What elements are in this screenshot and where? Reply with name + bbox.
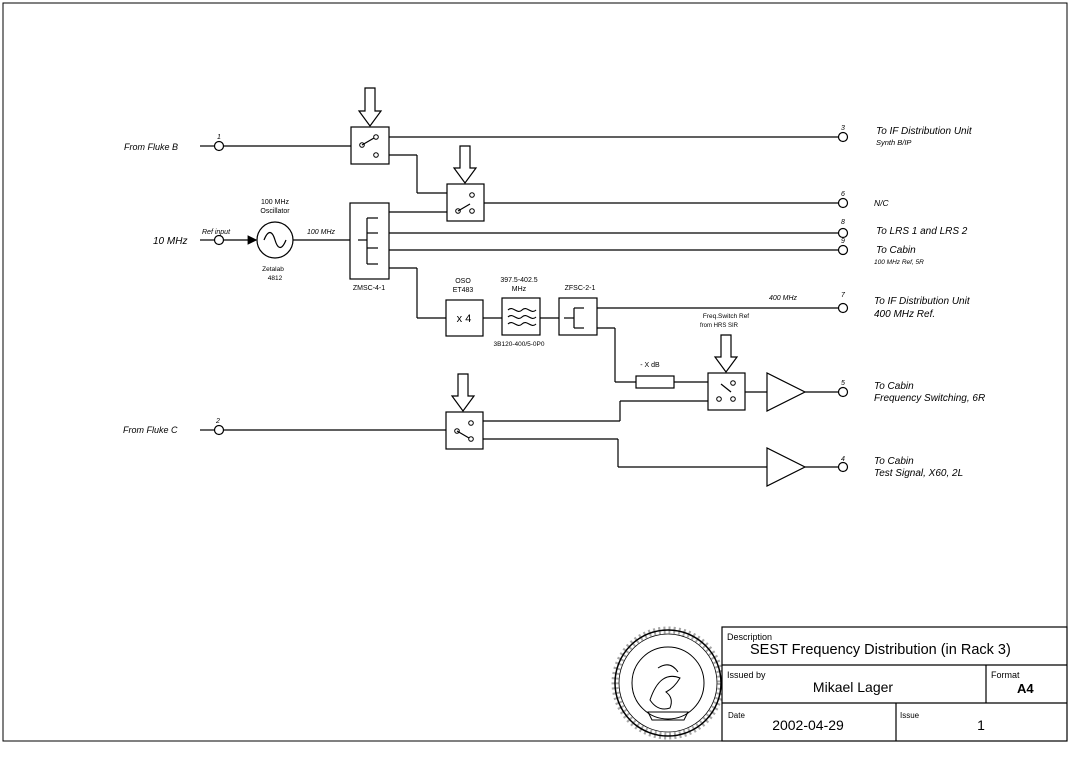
issued-by-value: Mikael Lager bbox=[813, 679, 893, 695]
output-5: 5 To Cabin Frequency Switching, 6R bbox=[837, 380, 985, 404]
svg-text:9: 9 bbox=[841, 238, 845, 245]
bandpass-filter bbox=[501, 297, 541, 336]
control-arrow-3 bbox=[713, 334, 739, 374]
output-9: 9 To Cabin 100 MHz Ref, 5R bbox=[837, 238, 924, 266]
oscillator-maker-1: Zetalab bbox=[262, 266, 284, 273]
control-arrow-2 bbox=[452, 145, 478, 185]
output-6: 6 N/C bbox=[837, 191, 890, 209]
svg-text:6: 6 bbox=[841, 191, 845, 198]
power-splitter bbox=[349, 202, 390, 280]
oscillator-icon bbox=[256, 221, 294, 259]
oscillator-maker-2: 4812 bbox=[268, 275, 283, 282]
issue-value: 1 bbox=[977, 717, 985, 733]
filter-title-2: MHz bbox=[512, 286, 527, 293]
rf-switch-2 bbox=[446, 183, 485, 222]
format-label: Format bbox=[991, 670, 1020, 680]
pin-label-1: 1 bbox=[217, 134, 221, 141]
svg-text:100 MHz Ref, 5R: 100 MHz Ref, 5R bbox=[874, 259, 924, 266]
date-label: Date bbox=[728, 711, 745, 720]
input-label-fluke-c: From Fluke C bbox=[123, 425, 178, 435]
connector-pin-2 bbox=[213, 424, 225, 436]
output-3: 3 To IF Distribution Unit Synth B/IP bbox=[837, 125, 973, 147]
pin-label-2: 2 bbox=[215, 418, 220, 425]
svg-text:8: 8 bbox=[841, 219, 845, 226]
svg-text:3: 3 bbox=[841, 125, 845, 132]
title-block bbox=[721, 626, 1068, 742]
svg-text:To Cabin: To Cabin bbox=[876, 245, 916, 256]
amplifier-2 bbox=[766, 447, 807, 487]
splitter-label: ZMSC-4-1 bbox=[353, 285, 385, 292]
svg-text:To IF Distribution Unit: To IF Distribution Unit bbox=[874, 296, 971, 307]
svg-text:To LRS 1 and LRS 2: To LRS 1 and LRS 2 bbox=[876, 226, 968, 237]
multiplier-title-2: ET483 bbox=[453, 287, 474, 294]
svg-text:N/C: N/C bbox=[874, 198, 890, 208]
attenuator bbox=[635, 375, 675, 389]
oscillator-title-2: Oscillator bbox=[260, 208, 290, 215]
svg-text:Test Signal, X60, 2L: Test Signal, X60, 2L bbox=[874, 468, 963, 479]
line-400mhz-label: 400 MHz bbox=[769, 295, 798, 302]
oscillator-title-1: 100 MHz bbox=[261, 199, 290, 206]
issue-label: Issue bbox=[900, 711, 920, 720]
format-value: A4 bbox=[1017, 681, 1034, 696]
attenuator-label: - X dB bbox=[640, 362, 660, 369]
svg-text:To IF Distribution Unit: To IF Distribution Unit bbox=[876, 126, 973, 137]
output-7: 7 To IF Distribution Unit 400 MHz Ref. bbox=[837, 292, 971, 320]
rf-switch-1 bbox=[350, 126, 390, 165]
svg-text:Synth B/IP: Synth B/IP bbox=[876, 138, 911, 147]
svg-text:To Cabin: To Cabin bbox=[874, 381, 914, 392]
onsala-observatory-seal-icon bbox=[611, 626, 725, 740]
power-combiner bbox=[558, 297, 598, 336]
connector-ref-input bbox=[213, 234, 225, 246]
input-label-fluke-b: From Fluke B bbox=[124, 142, 178, 152]
control-arrow-1 bbox=[357, 87, 383, 128]
multiplier-label: x 4 bbox=[457, 313, 472, 325]
output-8: 8 To LRS 1 and LRS 2 bbox=[837, 219, 968, 239]
filter-title-1: 397.5-402.5 bbox=[500, 277, 537, 284]
combiner-label: ZFSC-2-1 bbox=[565, 285, 596, 292]
issued-by-label: Issued by bbox=[727, 670, 766, 680]
description-label: Description bbox=[727, 632, 772, 642]
multiplier-title-1: OSO bbox=[455, 278, 471, 285]
freq-switch-label-1: Freq.Switch Ref bbox=[703, 313, 749, 320]
output-4: 4 To Cabin Test Signal, X60, 2L bbox=[837, 456, 963, 479]
svg-text:5: 5 bbox=[841, 380, 845, 387]
page-border bbox=[2, 2, 1068, 742]
svg-text:7: 7 bbox=[841, 292, 846, 299]
svg-text:4: 4 bbox=[841, 456, 845, 463]
svg-text:Frequency Switching, 6R: Frequency Switching, 6R bbox=[874, 393, 985, 404]
rf-switch-3 bbox=[707, 372, 746, 411]
svg-text:400 MHz Ref.: 400 MHz Ref. bbox=[874, 309, 935, 320]
ref-input-label: Ref input bbox=[202, 229, 231, 236]
input-label-10mhz: 10 MHz bbox=[153, 236, 187, 247]
filter-part-number: 3B120-400/5-0P0 bbox=[494, 341, 545, 348]
date-value: 2002-04-29 bbox=[772, 717, 844, 733]
connector-pin-1 bbox=[213, 140, 225, 152]
drawing-description: SEST Frequency Distribution (in Rack 3) bbox=[750, 642, 1011, 658]
control-arrow-4 bbox=[450, 373, 476, 413]
oscillator-output-label: 100 MHz bbox=[307, 229, 336, 236]
svg-text:To Cabin: To Cabin bbox=[874, 456, 914, 467]
freq-switch-label-2: from HRS SIR bbox=[700, 323, 739, 329]
rf-switch-4 bbox=[445, 411, 484, 450]
amplifier-1 bbox=[766, 372, 807, 412]
